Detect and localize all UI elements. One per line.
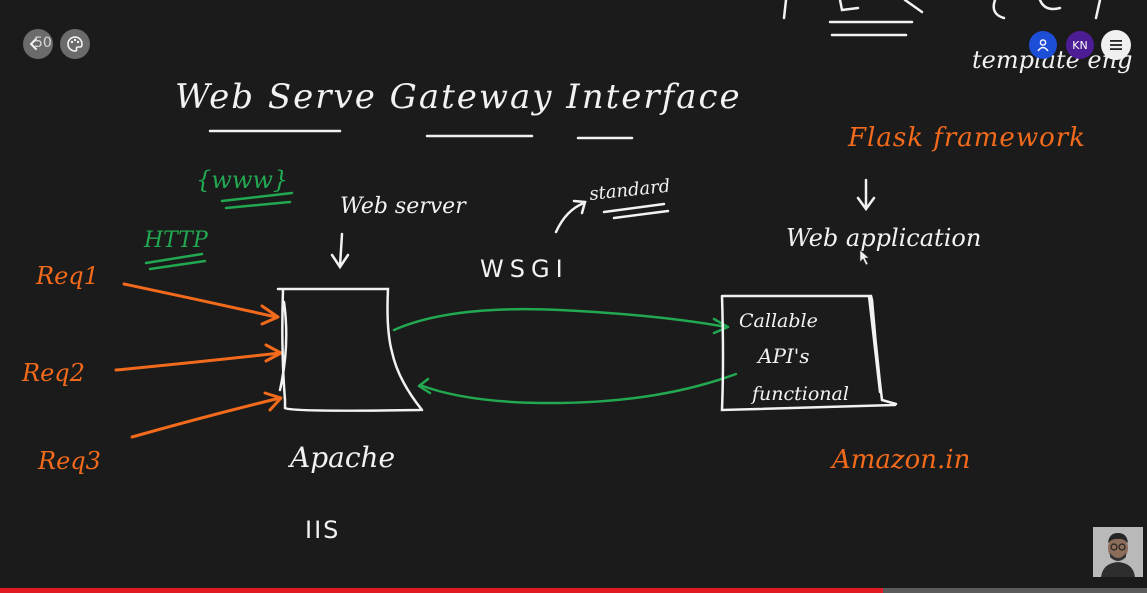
amazon-label: Amazon.in bbox=[830, 445, 970, 475]
wsgi-arrow-forward bbox=[392, 307, 728, 332]
application-box bbox=[720, 294, 898, 412]
menu-button[interactable] bbox=[1101, 30, 1131, 60]
participant-avatar[interactable]: KN bbox=[1066, 31, 1094, 59]
www-label: {www} bbox=[196, 166, 288, 194]
board-title: Web Serve Gateway Interface bbox=[175, 77, 742, 117]
presenter-avatar bbox=[1093, 527, 1143, 577]
apache-label: Apache bbox=[287, 441, 395, 474]
wsgi-label: WSGI bbox=[480, 255, 569, 283]
web-server-box bbox=[276, 287, 424, 412]
back-button-label: 50 bbox=[34, 35, 52, 51]
title-underlines bbox=[208, 129, 634, 140]
web-server-arrow bbox=[330, 232, 350, 270]
webcam-thumbnail bbox=[1093, 527, 1143, 577]
back-arrow-icon bbox=[29, 38, 37, 50]
palette-button[interactable] bbox=[60, 29, 90, 59]
framework-arrow bbox=[856, 178, 876, 212]
iis-label: IIS bbox=[305, 516, 340, 544]
app-box-line-3: functional bbox=[750, 383, 849, 405]
back-button[interactable]: 50 bbox=[23, 29, 53, 59]
user-icon bbox=[1037, 39, 1049, 52]
wsgi-arrow-return bbox=[418, 372, 738, 405]
app-box-line-2: API's bbox=[756, 344, 810, 368]
request-arrow-3 bbox=[130, 396, 282, 439]
request-arrow-1 bbox=[122, 282, 278, 319]
mouse-cursor bbox=[859, 249, 870, 266]
web-app-label: Web application bbox=[786, 224, 981, 252]
video-progress-bar[interactable] bbox=[0, 588, 1147, 593]
request-arrows bbox=[114, 282, 283, 439]
palette-icon bbox=[67, 36, 83, 52]
top-right-scribbles bbox=[782, 0, 1102, 37]
request-label-1: Req1 bbox=[35, 262, 99, 290]
framework-label: Flask framework bbox=[847, 123, 1086, 153]
http-underline bbox=[144, 252, 207, 271]
participant-initials: KN bbox=[1072, 38, 1088, 52]
http-label: HTTP bbox=[143, 228, 209, 253]
request-label-2: Req2 bbox=[21, 359, 85, 387]
web-server-label: Web server bbox=[340, 194, 467, 219]
app-box-line-1: Callable bbox=[739, 310, 818, 332]
hamburger-menu-icon bbox=[1110, 40, 1122, 50]
wsgi-arrows bbox=[392, 307, 738, 405]
video-progress-fill bbox=[0, 588, 884, 593]
user-button[interactable] bbox=[1029, 31, 1057, 59]
www-underline bbox=[220, 191, 294, 210]
request-arrow-2 bbox=[114, 351, 282, 372]
standard-underline bbox=[554, 199, 670, 234]
standard-label: standard bbox=[588, 176, 671, 205]
request-label-3: Req3 bbox=[37, 447, 101, 475]
